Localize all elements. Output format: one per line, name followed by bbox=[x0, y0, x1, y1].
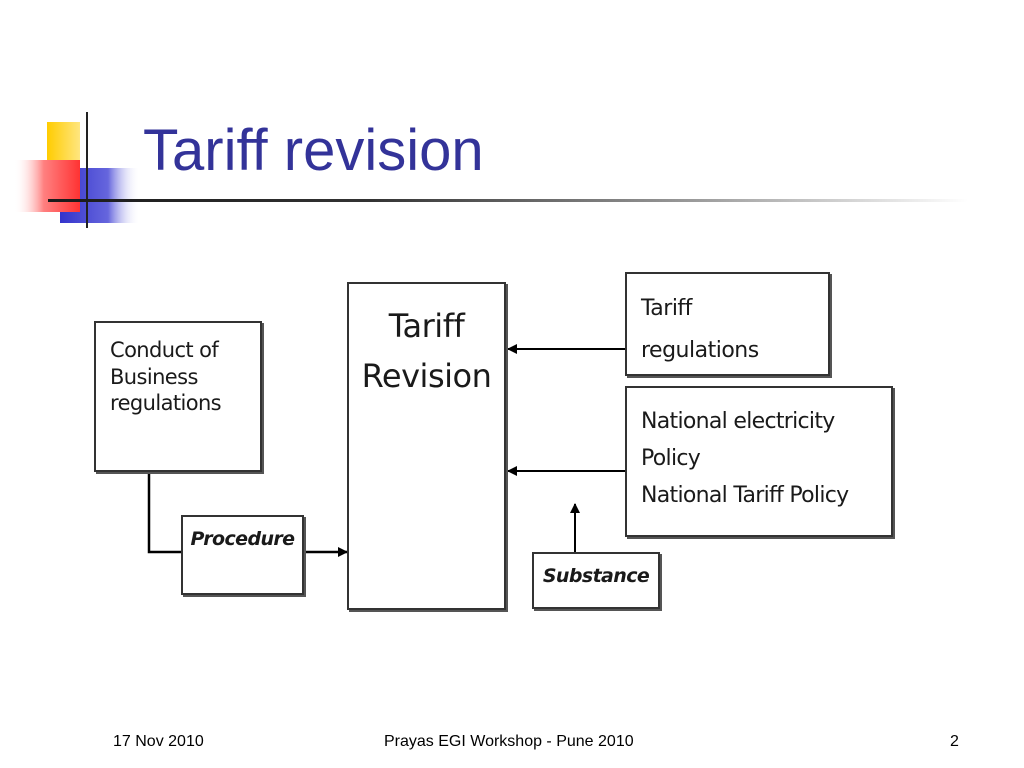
footer-page-number: 2 bbox=[950, 733, 959, 750]
deco-yellow-square bbox=[47, 122, 80, 162]
tariff-regulations-line-2: regulations bbox=[641, 337, 759, 363]
conduct-line-3: regulations bbox=[110, 391, 222, 416]
policy-line-2: Policy bbox=[641, 445, 701, 471]
title-underline bbox=[48, 199, 968, 202]
deco-red-square bbox=[14, 160, 80, 212]
footer-event: Prayas EGI Workshop - Pune 2010 bbox=[384, 733, 634, 750]
substance-box: Substance bbox=[532, 552, 660, 609]
policy-line-1: National electricity bbox=[641, 409, 835, 434]
conduct-of-business-box: Conduct of Business regulations bbox=[94, 321, 262, 472]
tariff-regulations-line-1: Tariff bbox=[641, 296, 692, 321]
tariff-revision-box: Tariff Revision bbox=[347, 282, 506, 610]
conduct-line-1: Conduct of bbox=[110, 338, 219, 362]
substance-label: Substance bbox=[542, 565, 650, 587]
national-policy-box: National electricity Policy National Tar… bbox=[625, 386, 893, 537]
title-decoration bbox=[14, 112, 140, 228]
tariff-regulations-box: Tariff regulations bbox=[625, 272, 830, 376]
tariff-revision-line-2: Revision bbox=[361, 356, 492, 395]
policy-line-3: National Tariff Policy bbox=[641, 482, 849, 508]
footer-date: 17 Nov 2010 bbox=[113, 733, 204, 750]
procedure-box: Procedure bbox=[181, 515, 304, 595]
connector-conduct-to-procedure bbox=[147, 472, 181, 554]
conduct-line-2: Business bbox=[110, 364, 198, 389]
slide-title: Tariff revision bbox=[143, 118, 484, 183]
procedure-label: Procedure bbox=[190, 528, 296, 550]
tariff-revision-line-1: Tariff bbox=[388, 307, 465, 345]
